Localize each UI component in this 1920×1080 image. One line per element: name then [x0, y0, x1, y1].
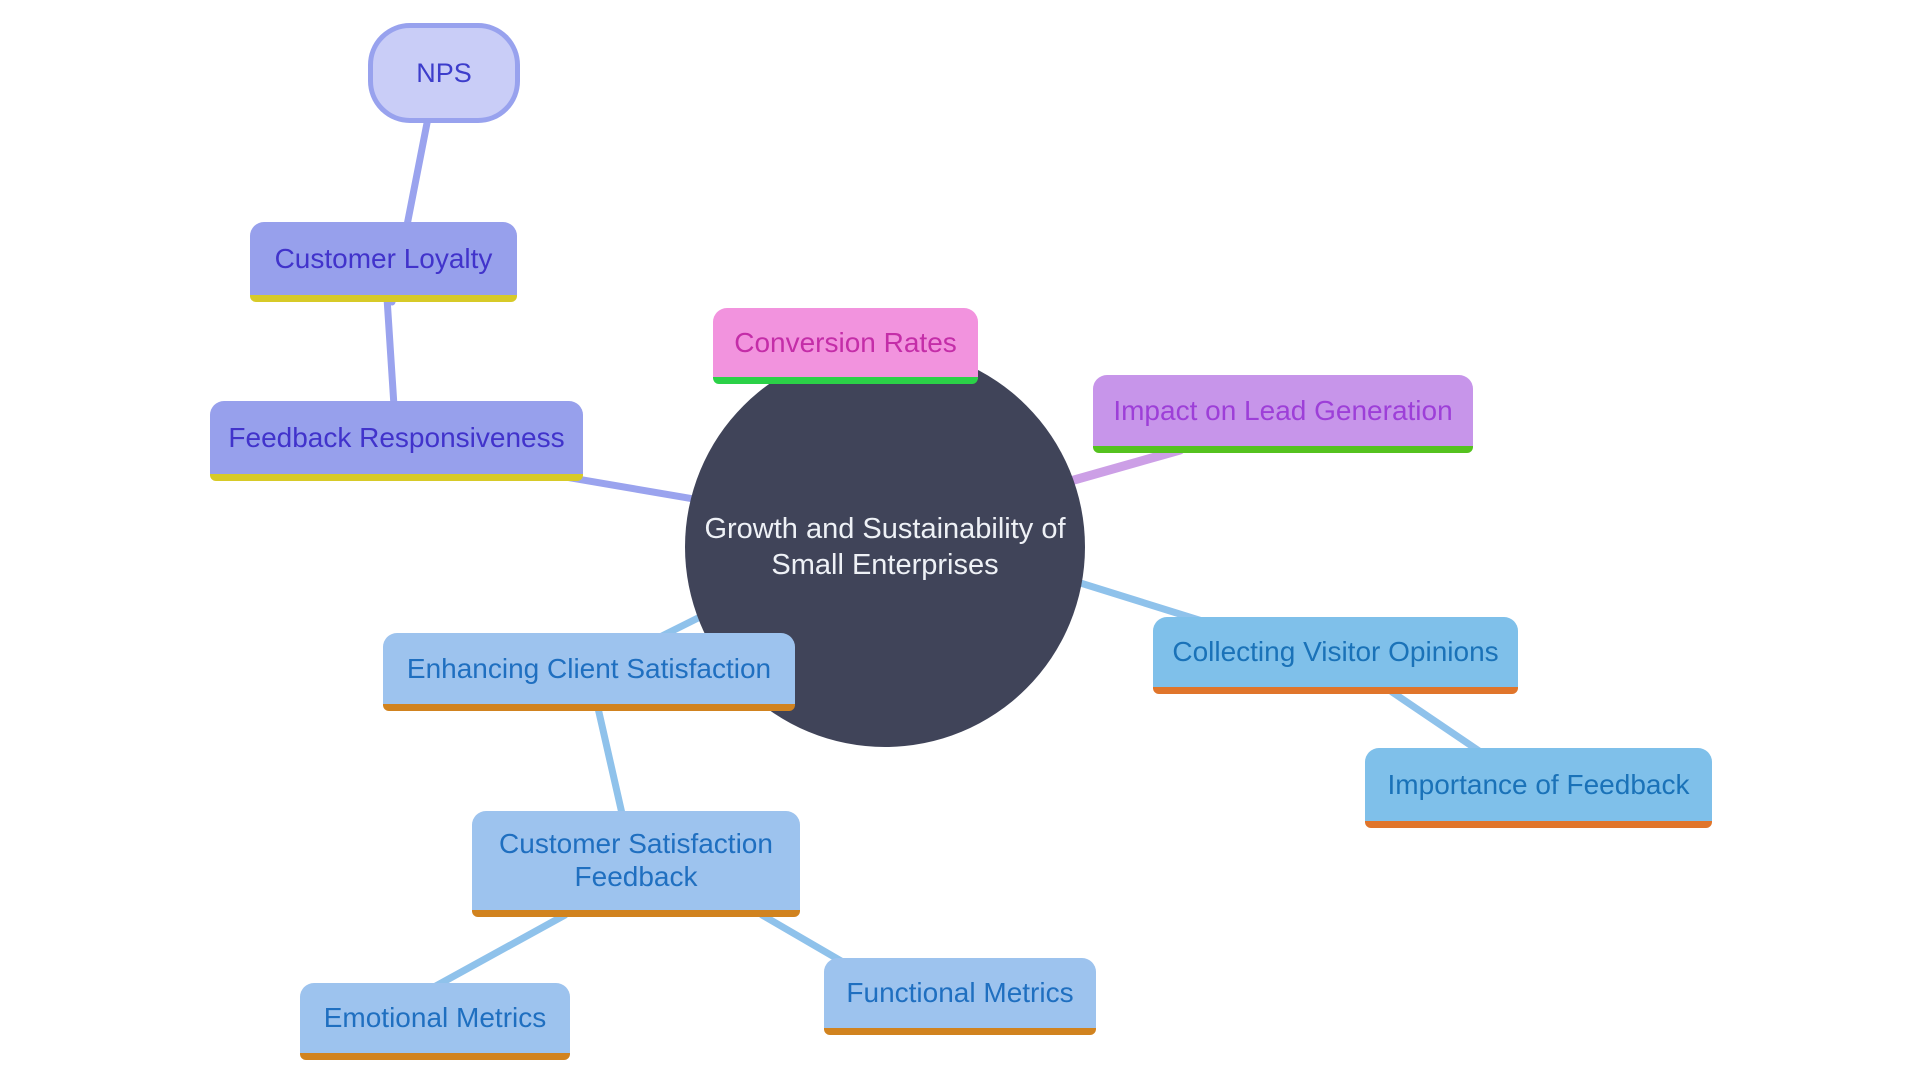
node-functional-metrics[interactable]: Functional Metrics	[824, 958, 1096, 1035]
node-nps-label: NPS	[416, 57, 472, 88]
node-nps[interactable]: NPS	[368, 23, 520, 123]
edge-customer-loyalty-feedback-responsiveness	[383, 294, 398, 410]
edge-enhancing-customer-satisfaction-feedback	[594, 704, 627, 822]
edge-center-impact-on-lead-generation	[1055, 445, 1185, 489]
node-feedback-responsiveness-label: Feedback Responsiveness	[228, 421, 565, 453]
node-enhancing-client-satisfaction[interactable]: Enhancing Client Satisfaction	[383, 633, 795, 711]
node-customer-satisfaction-feedback[interactable]: Customer Satisfaction Feedback	[472, 811, 800, 917]
node-importance-of-feedback-label: Importance of Feedback	[1387, 768, 1690, 800]
edge-csf-functional-metrics	[758, 911, 852, 969]
node-functional-metrics-label: Functional Metrics	[846, 977, 1074, 1009]
node-feedback-responsiveness[interactable]: Feedback Responsiveness	[210, 401, 583, 481]
node-customer-satisfaction-feedback-label: Customer Satisfaction Feedback	[499, 828, 773, 892]
node-customer-loyalty-label: Customer Loyalty	[274, 242, 493, 274]
node-emotional-metrics-label: Emotional Metrics	[323, 1002, 547, 1034]
node-importance-of-feedback[interactable]: Importance of Feedback	[1365, 748, 1712, 828]
edge-collecting-importance-of-feedback	[1388, 688, 1489, 759]
node-emotional-metrics[interactable]: Emotional Metrics	[300, 983, 570, 1060]
node-conversion-rates[interactable]: Conversion Rates	[713, 308, 978, 384]
node-conversion-rates-label: Conversion Rates	[734, 326, 957, 358]
edge-center-collecting-visitor-opinions	[1054, 572, 1219, 629]
node-impact-on-lead-generation-label: Impact on Lead Generation	[1113, 394, 1453, 426]
edge-csf-emotional-metrics	[421, 911, 569, 996]
node-collecting-visitor-opinions-label: Collecting Visitor Opinions	[1172, 636, 1499, 668]
node-customer-loyalty[interactable]: Customer Loyalty	[250, 222, 517, 302]
node-impact-on-lead-generation[interactable]: Impact on Lead Generation	[1093, 375, 1473, 453]
node-collecting-visitor-opinions[interactable]: Collecting Visitor Opinions	[1153, 617, 1518, 694]
central-topic-label: Growth and Sustainability of Small Enter…	[704, 512, 1066, 581]
node-enhancing-client-satisfaction-label: Enhancing Client Satisfaction	[406, 652, 772, 684]
